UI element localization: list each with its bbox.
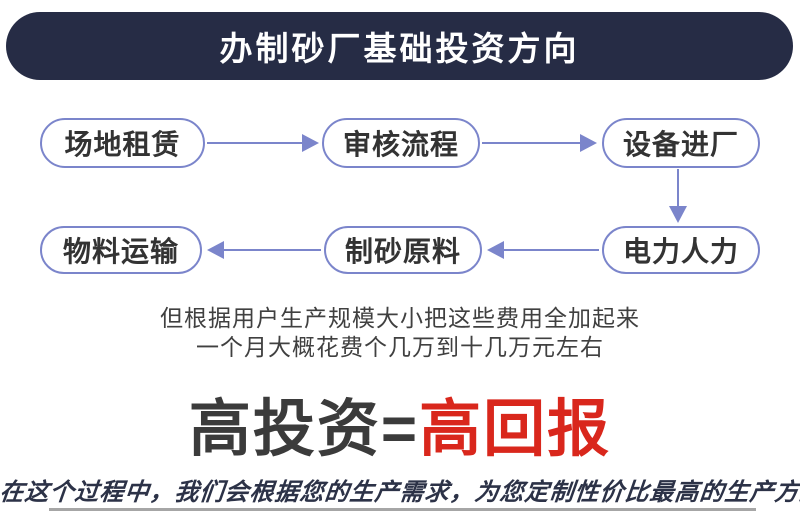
summary-line-2: 一个月大概花费个几万到十几万元左右: [196, 334, 604, 360]
page-title: 办制砂厂基础投资方向: [219, 30, 580, 67]
flow-box-equipment-entry: 设备进厂: [602, 118, 760, 168]
arrow-down-icon: [677, 169, 679, 207]
flow-box-sand-raw-material: 制砂原料: [324, 226, 482, 274]
flow-box-label: 审核流程: [342, 129, 459, 160]
summary-line-1: 但根据用户生产规模大小把这些费用全加起来: [160, 305, 640, 331]
headline-dark-part: 高投资=: [188, 395, 420, 464]
flow-box-power-manpower: 电力人力: [602, 226, 760, 274]
flow-box-label: 设备进厂: [622, 129, 739, 160]
flow-box-label: 电力人力: [622, 236, 739, 267]
headline-red-part: 高回报: [419, 395, 612, 464]
flow-box-label: 物料运输: [62, 236, 179, 267]
headline: 高投资=高回报: [0, 378, 800, 468]
arrow-right-icon: [207, 142, 303, 144]
footer-slogan: 在这个过程中，我们会根据您的生产需求，为您定制性价比最高的生产方案: [0, 479, 800, 506]
header-banner: 办制砂厂基础投资方向: [6, 12, 793, 80]
flow-box-label: 制砂原料: [344, 236, 461, 267]
footer-divider: [49, 508, 756, 511]
summary-paragraph: 但根据用户生产规模大小把这些费用全加起来 一个月大概花费个几万到十几万元左右: [0, 304, 800, 362]
arrow-left-icon: [223, 249, 321, 251]
flow-box-material-transport: 物料运输: [40, 226, 202, 274]
arrow-right-icon: [482, 142, 581, 144]
flow-box-label: 场地租赁: [64, 129, 181, 160]
flow-box-review-process: 审核流程: [322, 118, 480, 168]
flow-box-site-rental: 场地租赁: [40, 118, 205, 168]
arrow-left-icon: [503, 249, 599, 251]
